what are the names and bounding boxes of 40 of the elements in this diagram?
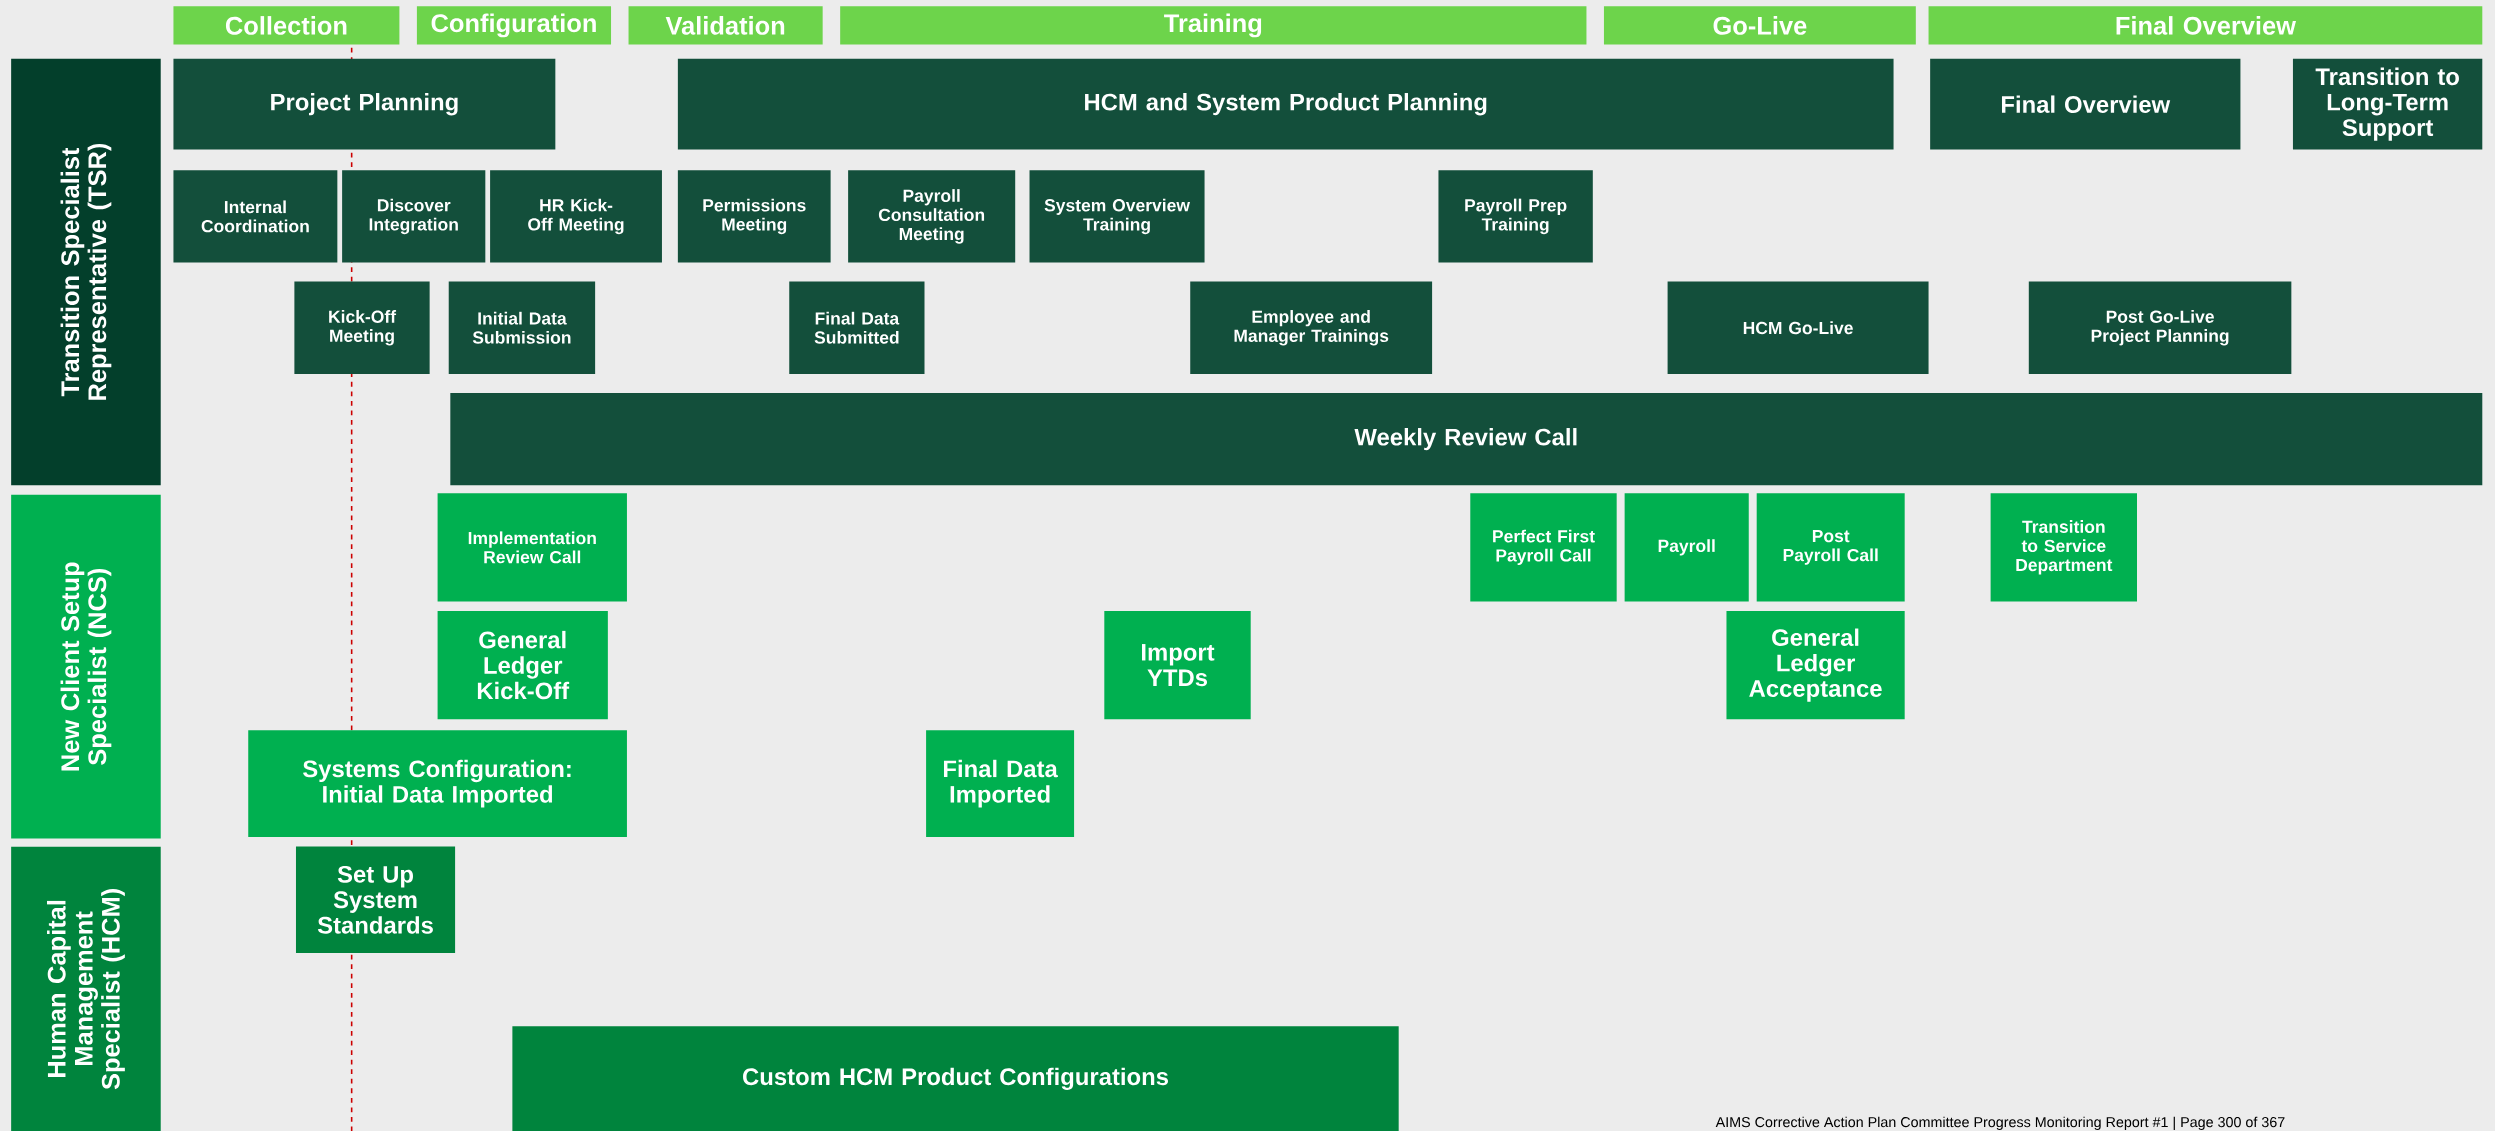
task-box: General Ledger Kick-Off: [437, 610, 608, 720]
task-box: Payroll Consultation Meeting: [848, 170, 1016, 263]
task-box: Payroll Prep Training: [1438, 170, 1593, 263]
task-box: Systems Configuration: Initial Data Imported: [248, 730, 627, 837]
task-box: Perfect First Payroll Call: [1470, 493, 1617, 602]
task-box: Payroll: [1624, 493, 1749, 602]
footer-text: AIMS Corrective Action Plan Committee Progress Monitoring Report #1 | Page 300 of 367: [1715, 1116, 2285, 1130]
task-box: HCM and System Product Planning: [677, 58, 1894, 150]
phase-header: Go-Live: [1603, 6, 1916, 45]
phase-header: Collection: [173, 6, 400, 45]
task-box: Kick-Off Meeting: [294, 281, 430, 374]
task-box: Weekly Review Call: [450, 392, 2483, 486]
phase-header: Training: [840, 6, 1587, 45]
lane-label: New Client Setup Specialist (NCS): [11, 494, 161, 839]
task-box: General Ledger Acceptance: [1726, 610, 1905, 720]
task-box: Import YTDs: [1104, 610, 1251, 720]
task-box: System Overview Training: [1029, 170, 1205, 263]
task-box: Custom HCM Product Configurations: [512, 1026, 1399, 1131]
task-box: Set Up System Standards: [296, 846, 456, 953]
task-box: HR Kick-Off Meeting: [490, 170, 662, 263]
phase-header: Validation: [628, 6, 823, 45]
task-box: Transition to Service Department: [1990, 493, 2137, 602]
task-box: Post Go-Live Project Planning: [2028, 281, 2292, 374]
task-box: HCM Go-Live: [1667, 281, 1929, 374]
task-box: Final Data Imported: [926, 730, 1075, 837]
task-box: Final Overview: [1930, 58, 2241, 150]
task-box: Implementation Review Call: [437, 493, 627, 602]
lane-label: Human Capital Management Specialist (HCM): [11, 846, 161, 1131]
task-box: Employee and Manager Trainings: [1190, 281, 1433, 374]
task-box: Transition to Long-Term Support: [2292, 58, 2483, 150]
lane-label: Transition Specialist Representative (TSR): [11, 58, 161, 486]
task-box: Post Payroll Call: [1756, 493, 1905, 602]
task-box: Final Data Submitted: [789, 281, 925, 374]
task-box: Internal Coordination: [173, 170, 338, 263]
task-box: Permissions Meeting: [677, 170, 831, 263]
task-box: Initial Data Submission: [448, 281, 596, 374]
phase-header: Final Overview: [1928, 6, 2483, 45]
task-box: Discover Integration: [342, 170, 486, 263]
phase-header: Configuration: [416, 6, 612, 45]
task-box: Project Planning: [173, 58, 556, 150]
